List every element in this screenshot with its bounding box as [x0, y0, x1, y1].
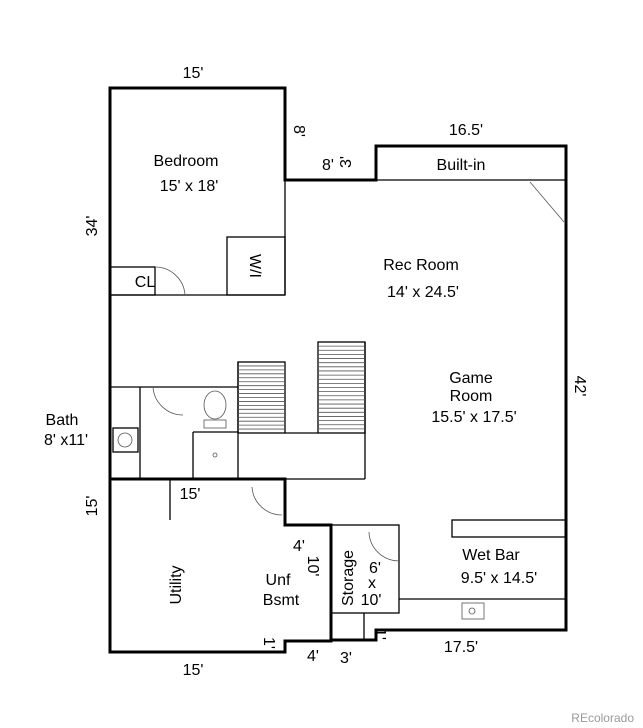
rec-room-label: Rec Room: [383, 257, 459, 274]
game-room-size: 15.5' x 17.5': [431, 409, 516, 426]
unf-bsmt-label-1: Unf: [266, 572, 291, 589]
dim-bottom-3: 3': [340, 650, 352, 667]
staircase-right: [317, 341, 366, 434]
storage-size-1: 6': [369, 560, 381, 577]
dim-bottom-17-5: 17.5': [444, 639, 478, 656]
dim-notch-8: 8': [322, 157, 334, 174]
dim-bottom-15: 15': [183, 662, 204, 679]
storage-size-3: 10': [361, 592, 382, 609]
dim-left-15: 15': [84, 496, 101, 517]
dim-top-15: 15': [183, 65, 204, 82]
dim-bottom-1-left: 1': [260, 637, 277, 649]
walkin-label: W/I: [246, 254, 263, 278]
unf-bsmt-label-2: Bsmt: [263, 592, 300, 609]
dim-bottom-4: 4': [307, 648, 319, 665]
dim-unf-4: 4': [293, 538, 305, 555]
dim-notch-8-vertical: 8': [290, 125, 307, 137]
watermark: REcolorado: [571, 711, 634, 725]
dim-unf-10: 10': [304, 556, 321, 577]
bath-size: 8' x11': [44, 432, 88, 449]
staircase-left: [237, 361, 286, 434]
dim-notch-3: 3': [338, 156, 355, 168]
built-in-label: Built-in: [437, 157, 486, 174]
dim-right-42: 42': [571, 376, 588, 397]
dim-utility-15: 15': [180, 486, 201, 503]
wet-bar-label: Wet Bar: [462, 547, 520, 564]
rec-room-size: 14' x 24.5': [387, 284, 459, 301]
bedroom-label: Bedroom: [154, 153, 219, 170]
game-room-label-2: Room: [450, 388, 493, 405]
dim-bottom-1-right: 1': [371, 628, 388, 640]
utility-label: Utility: [168, 565, 185, 604]
game-room-label-1: Game: [449, 370, 493, 387]
dim-left-34: 34': [84, 216, 101, 237]
dim-top-16-5: 16.5': [449, 122, 483, 139]
bath-label: Bath: [46, 412, 79, 429]
wet-bar-size: 9.5' x 14.5': [461, 570, 537, 587]
storage-size-2: x: [368, 575, 376, 592]
closet-label: CL: [135, 274, 156, 291]
storage-label: Storage: [340, 550, 357, 606]
bedroom-size: 15' x 18': [160, 178, 219, 195]
